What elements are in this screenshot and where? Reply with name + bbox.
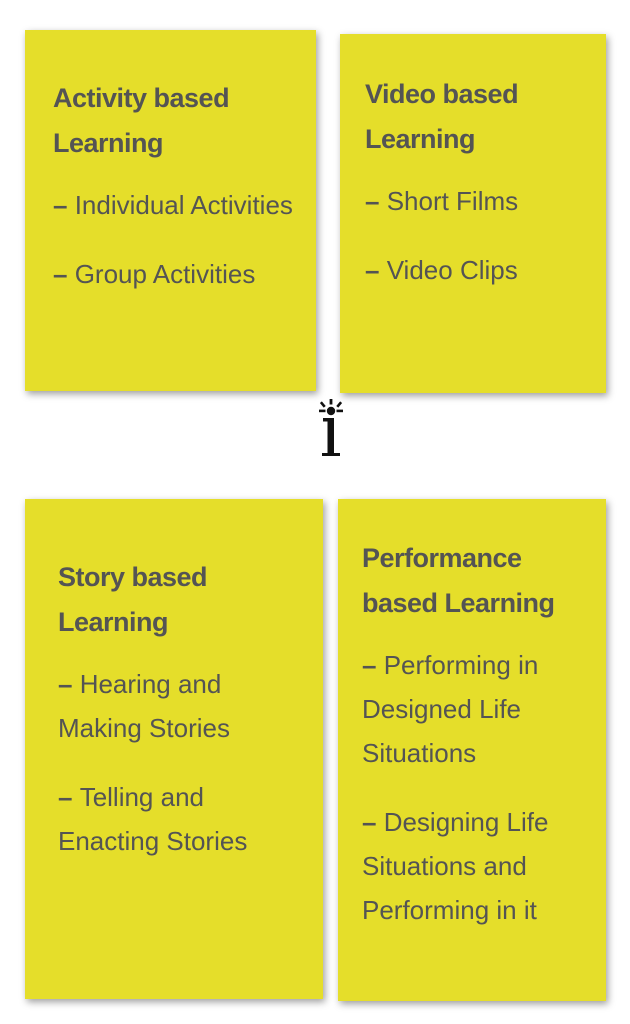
dash-bullet: – [53, 259, 75, 289]
dash-bullet: – [53, 190, 75, 220]
card-item-label: Hearing and Making Stories [58, 669, 230, 743]
card-item: – Telling and Enacting Stories [58, 775, 303, 863]
card-performance-based-learning: Performance based Learning – Performing … [338, 499, 606, 1001]
dash-bullet: – [58, 782, 80, 812]
card-item-label: Performing in Designed Life Situations [362, 650, 539, 768]
card-activity-based-learning: Activity based Learning – Individual Act… [25, 30, 316, 391]
card-item: – Group Activities [53, 252, 296, 296]
dash-bullet: – [58, 669, 80, 699]
dash-bullet: – [365, 186, 387, 216]
card-item: – Video Clips [365, 248, 588, 292]
lightbulb-i-logo-icon [319, 399, 343, 456]
card-title: Story based Learning [58, 562, 208, 637]
card-item: – Hearing and Making Stories [58, 662, 303, 750]
dash-bullet: – [365, 255, 387, 285]
card-item-label: Video Clips [386, 255, 518, 285]
card-title: Performance based Learning [362, 543, 555, 618]
card-title: Video based Learning [365, 79, 519, 154]
card-item-label: Individual Activities [74, 190, 293, 220]
card-story-based-learning: Story based Learning – Hearing and Makin… [25, 499, 323, 999]
card-item: – Designing Life Situations and Performi… [362, 800, 592, 932]
card-item-label: Telling and Enacting Stories [58, 782, 248, 856]
dash-bullet: – [362, 650, 384, 680]
card-title: Activity based Learning [53, 83, 230, 158]
card-item: – Short Films [365, 179, 588, 223]
card-item-label: Group Activities [74, 259, 256, 289]
card-item-label: Short Films [386, 186, 519, 216]
card-item: – Performing in Designed Life Situations [362, 643, 592, 775]
card-item: – Individual Activities [53, 183, 296, 227]
card-video-based-learning: Video based Learning – Short Films – Vid… [340, 34, 606, 393]
card-item-label: Designing Life Situations and Performing… [362, 807, 549, 925]
dash-bullet: – [362, 807, 384, 837]
